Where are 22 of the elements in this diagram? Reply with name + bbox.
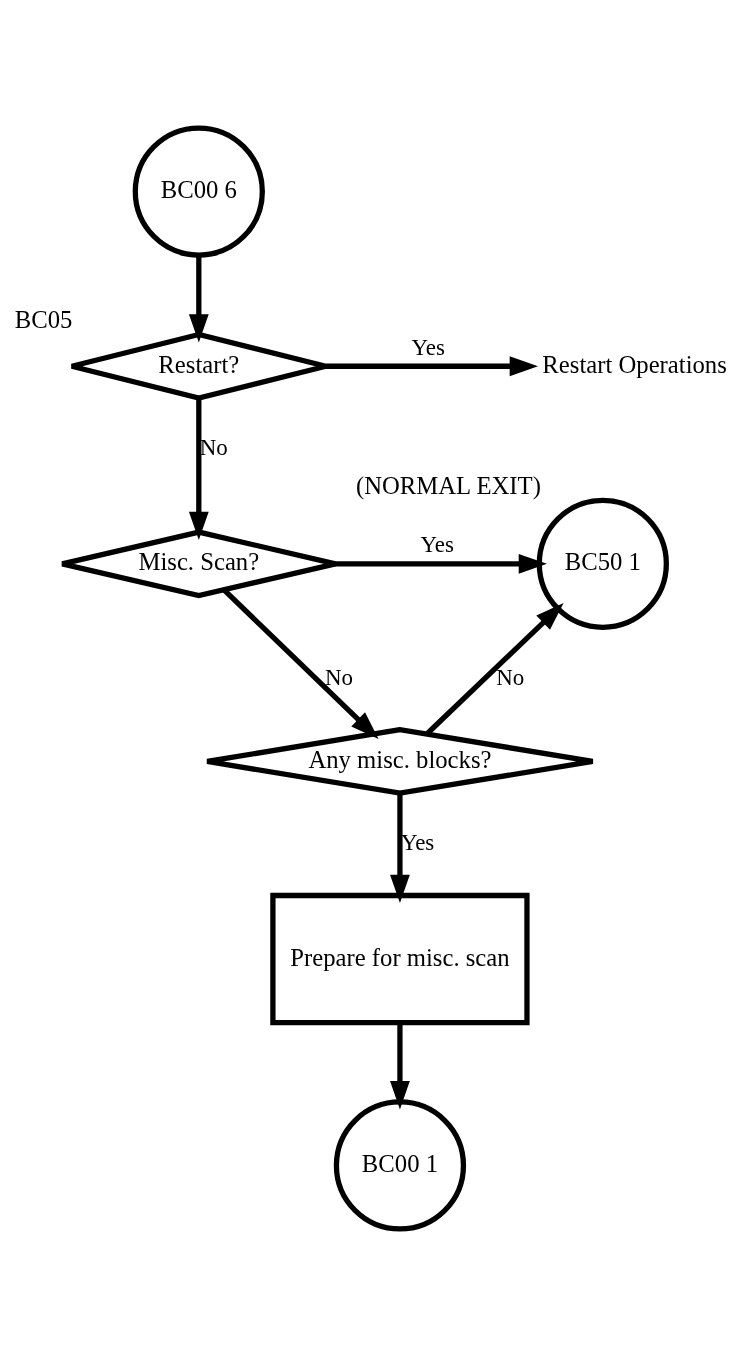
edge-label: No [199, 435, 228, 461]
node-diamond: Misc. Scan? [59, 529, 339, 599]
arrow [188, 255, 209, 343]
arrow [335, 553, 547, 574]
arrow [424, 603, 564, 736]
arrow [188, 398, 209, 540]
arrow [390, 793, 410, 904]
node-circle: BC00 1 [333, 1099, 467, 1232]
node-label: (NORMAL EXIT) [356, 471, 541, 499]
edge-label: Yes [411, 334, 445, 360]
node-diamond: Any misc. blocks? [204, 726, 596, 796]
edge-label: Yes [420, 532, 454, 558]
edge-label: No [496, 664, 525, 690]
arrow [390, 1022, 410, 1110]
node-diamond: Restart? [69, 331, 329, 401]
arrow [326, 356, 538, 377]
node-box: Prepare for misc. scan [270, 892, 530, 1026]
node-circle: BC00 6 [132, 125, 265, 258]
arrow [222, 588, 379, 739]
node-text: Restart Operations [542, 350, 727, 378]
node-label: BC05 [14, 305, 73, 333]
edge-label: No [325, 664, 354, 690]
